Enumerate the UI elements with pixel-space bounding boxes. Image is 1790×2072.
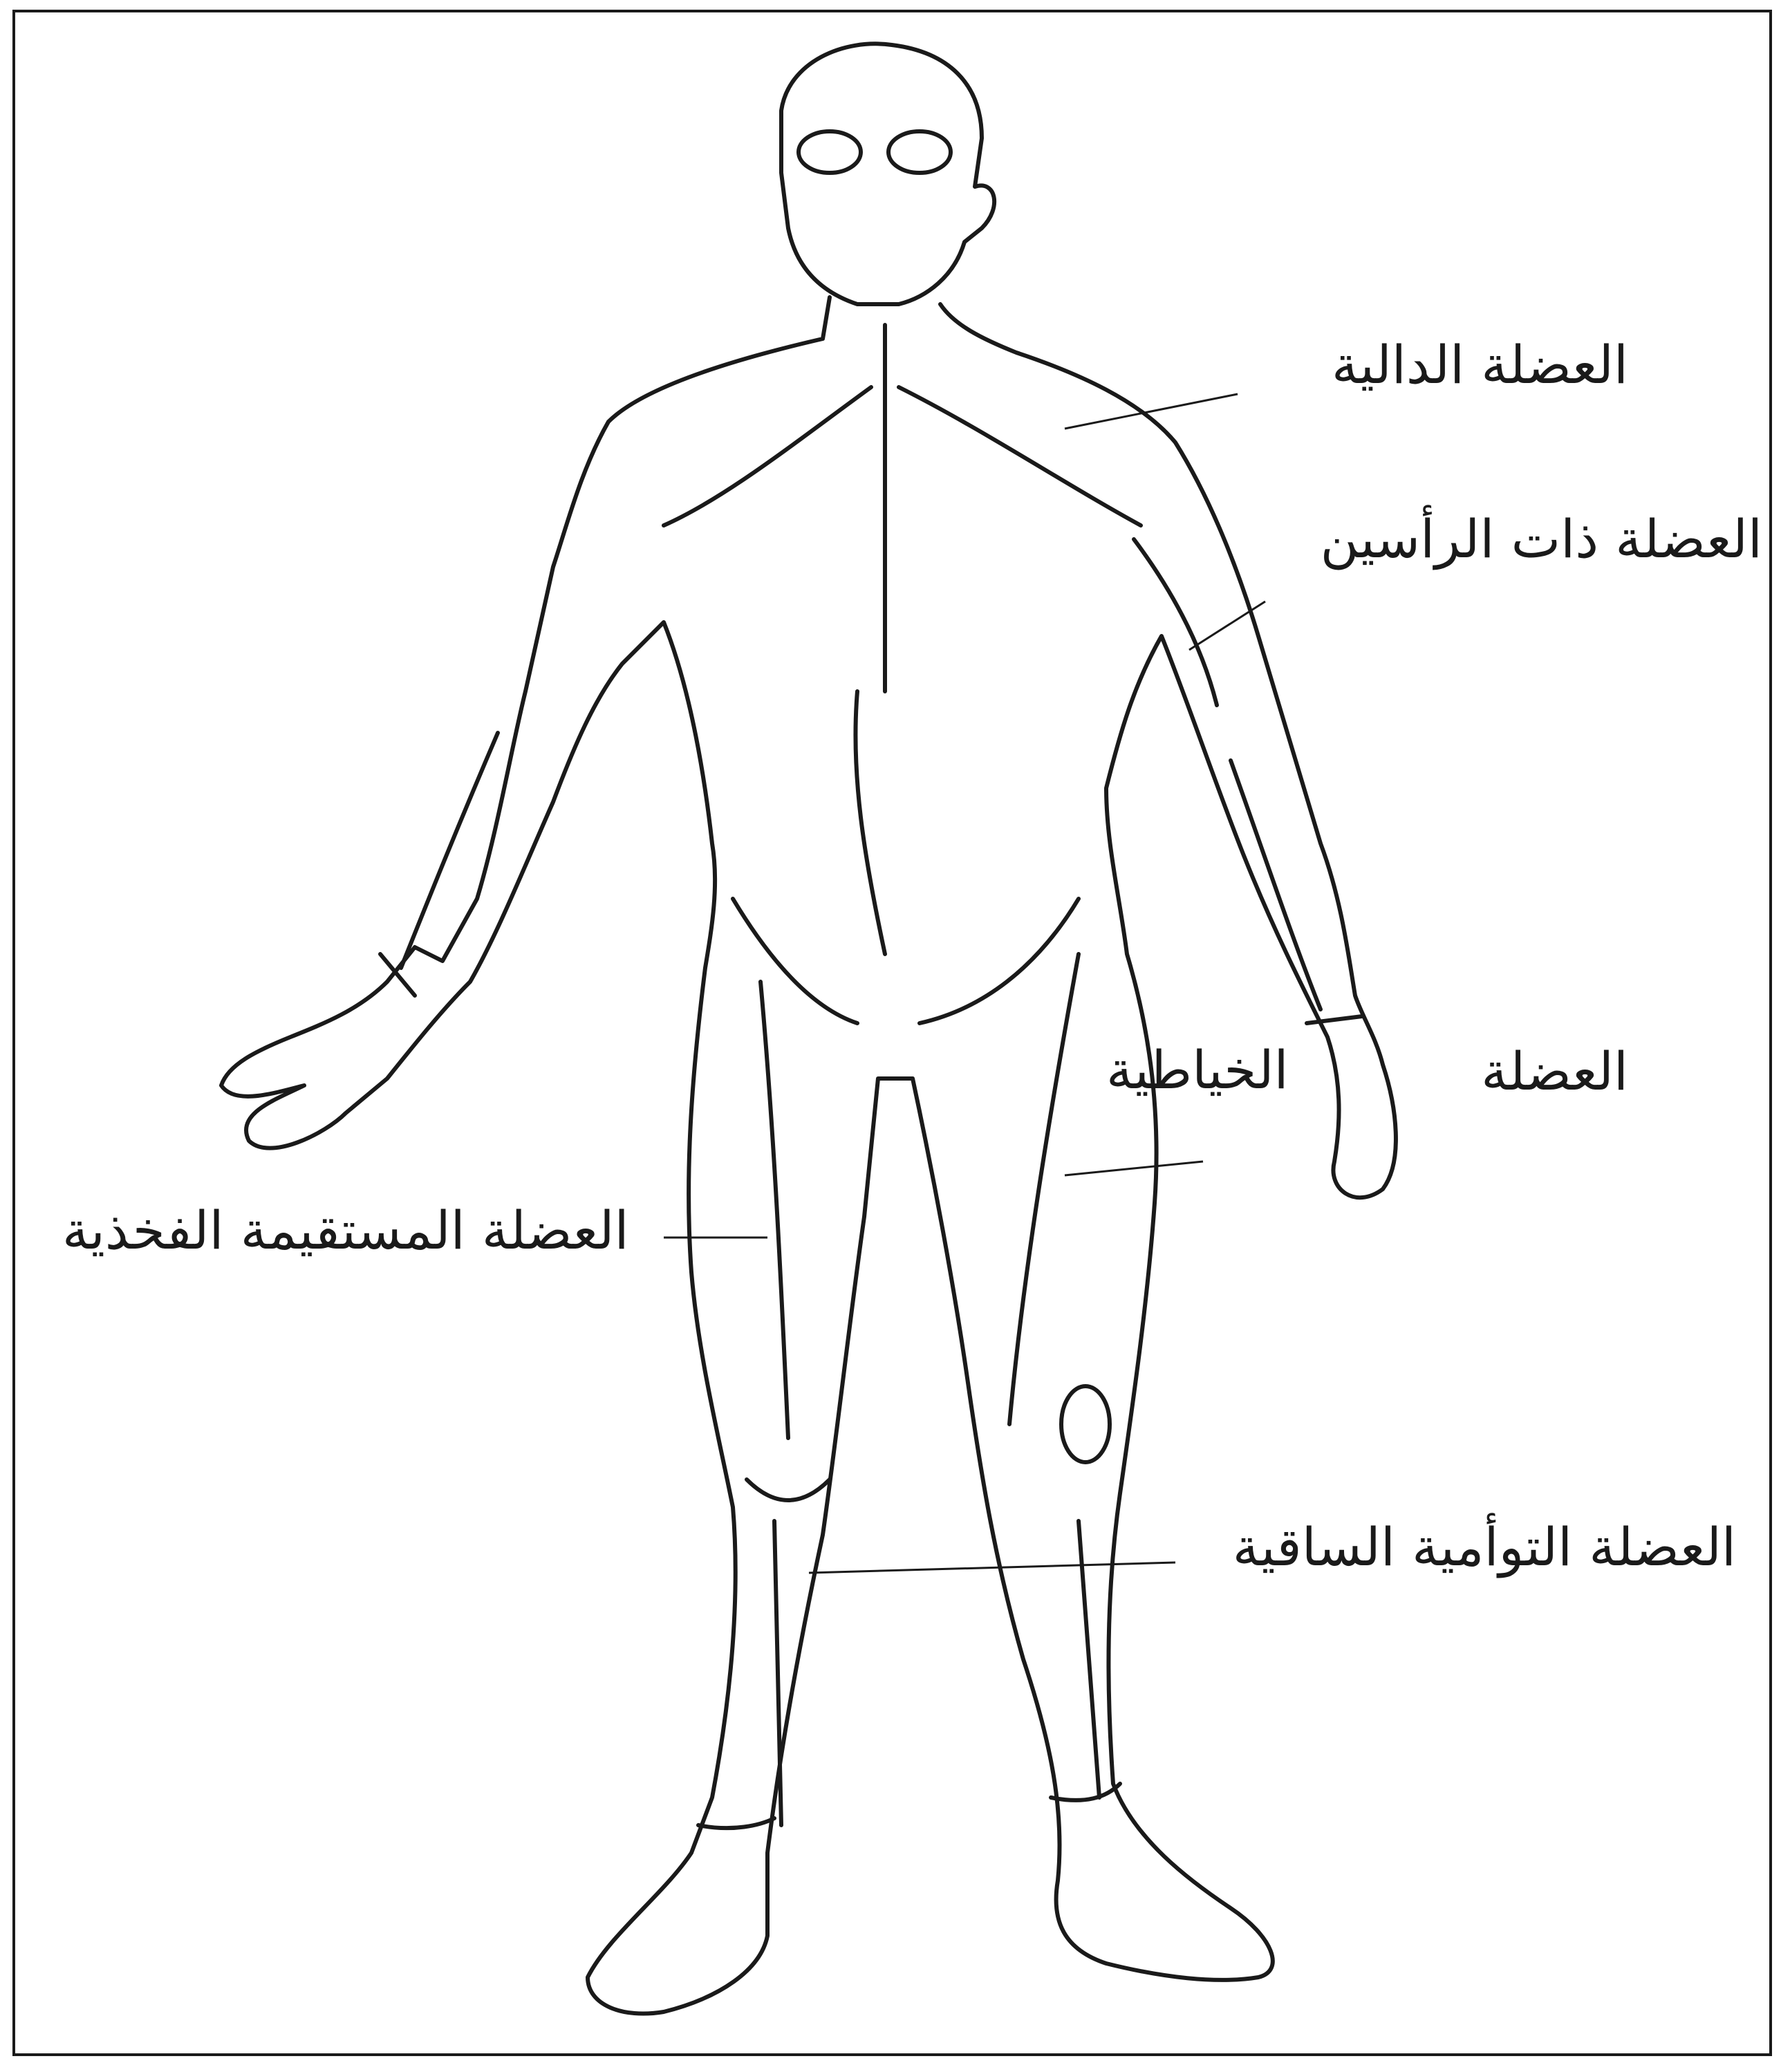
- abdominal-line: [855, 691, 885, 954]
- label-gastrocnemius: العضلة التوأمية الساقية: [1233, 1521, 1736, 1574]
- wrist-band-left: [380, 954, 415, 996]
- ankle-band-left: [698, 1818, 774, 1828]
- pectoral-right: [899, 387, 1141, 525]
- biceps-right-contour: [1134, 539, 1217, 705]
- label-biceps: العضلة ذات الرأسين: [1321, 513, 1762, 566]
- label-sartorius-word: العضلة: [1481, 1045, 1628, 1098]
- shin-right: [1079, 1521, 1099, 1798]
- leader-deltoid: [1065, 394, 1238, 429]
- leader-sartorius: [1065, 1161, 1203, 1175]
- left-eye-region: [799, 131, 861, 173]
- sartorius-right: [1009, 954, 1079, 1424]
- head-outline: [781, 44, 994, 304]
- rectus-femoris-left: [761, 982, 788, 1438]
- inguinal-right: [920, 899, 1079, 1023]
- knee-left: [747, 1480, 830, 1500]
- torso-outline: [221, 297, 1396, 2014]
- right-eye-region: [888, 131, 951, 173]
- inguinal-left: [733, 899, 857, 1023]
- pectoral-left: [664, 387, 871, 525]
- label-rectus-femoris: العضلة المستقيمة الفخذية: [62, 1204, 629, 1257]
- leader-gastrocnemius: [809, 1562, 1175, 1573]
- knee-right: [1061, 1386, 1110, 1462]
- wrist-band-right: [1307, 1016, 1362, 1023]
- forearm-left: [401, 733, 498, 968]
- ankle-band-right: [1051, 1784, 1120, 1800]
- label-deltoid: العضلة الدالية: [1332, 339, 1628, 391]
- label-sartorius-name: الخياطية: [1106, 1044, 1289, 1096]
